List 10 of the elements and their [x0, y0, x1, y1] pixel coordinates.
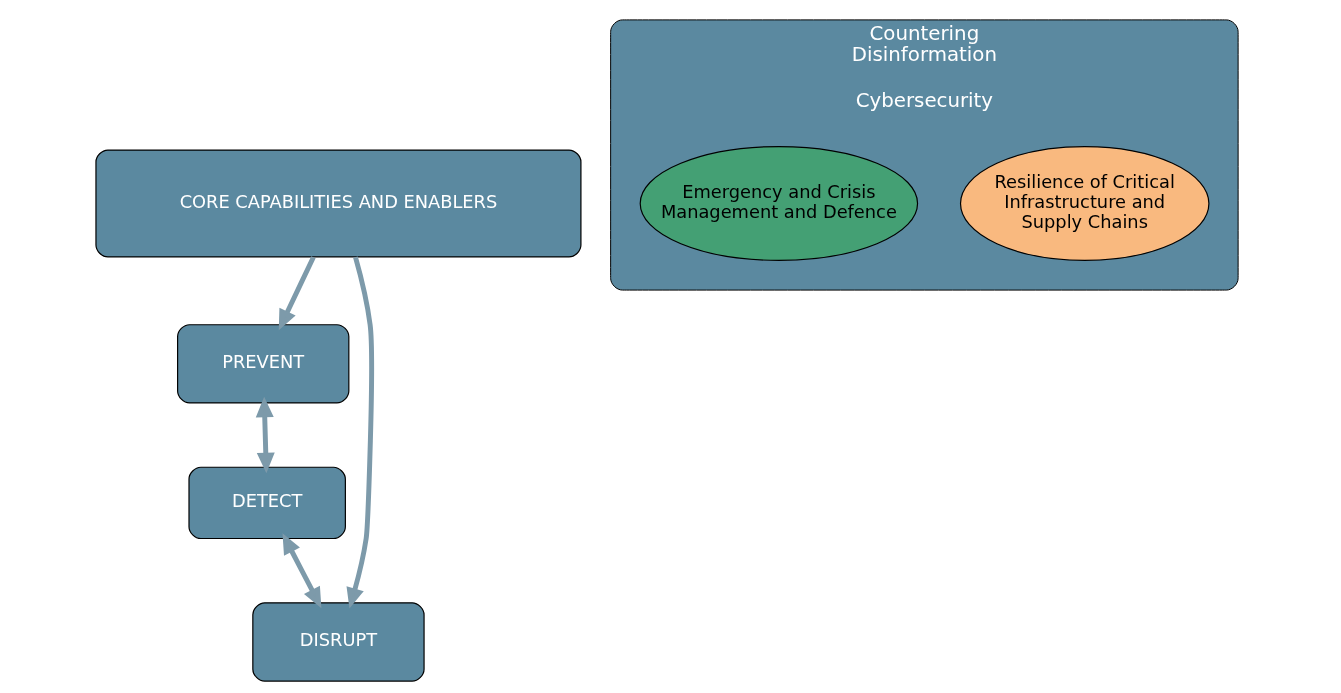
- node-box: DISRUPT: [251, 602, 425, 682]
- arrow: [278, 256, 316, 331]
- node-ellipse: Emergency and Crisis Management and Defence: [639, 145, 918, 261]
- node-box: CORE CAPABILITIES AND ENABLERS: [94, 149, 582, 258]
- arrow: [282, 533, 321, 609]
- arrow: [255, 396, 275, 474]
- arrow: [346, 256, 374, 609]
- node-box: PREVENT: [176, 324, 349, 404]
- node-ellipse: Resilience of Critical Infrastructure and Supply Chains: [959, 145, 1209, 261]
- node-box: DETECT: [187, 466, 346, 540]
